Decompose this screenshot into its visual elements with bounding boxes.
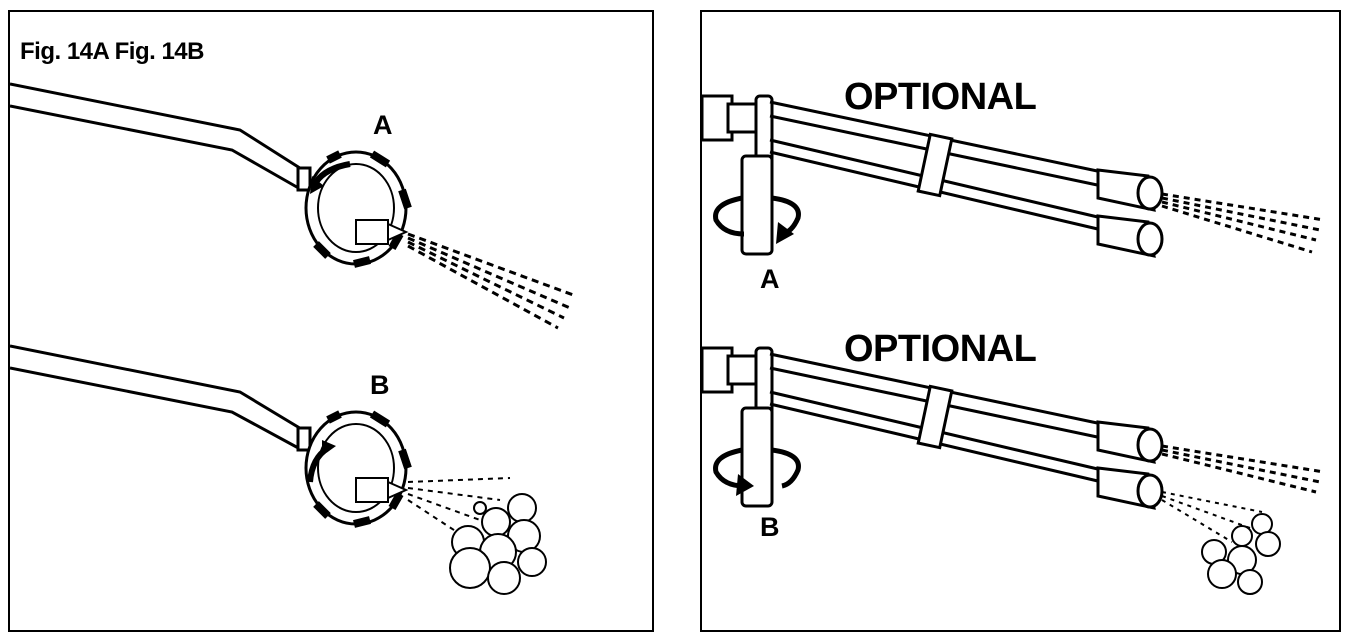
wand-a xyxy=(10,82,312,192)
valve-handle-b xyxy=(740,406,774,508)
nozzle-head-a xyxy=(304,150,412,268)
rotate-arrow-a xyxy=(313,161,351,184)
nozzle-head-b xyxy=(304,410,412,528)
optional-dual-lance-panel: OPTIONAL OPTIONAL A B xyxy=(700,10,1341,632)
wand-b xyxy=(10,344,312,452)
rotate-arrows-b xyxy=(713,447,801,489)
spray-stream-a xyxy=(407,232,577,330)
nozzles-a xyxy=(1096,168,1164,258)
nozzles-b xyxy=(1096,420,1164,510)
optional-label-bottom: OPTIONAL xyxy=(844,328,1037,370)
spray-stream-top-a xyxy=(1161,192,1325,254)
nozzle-adjust-illustration xyxy=(10,82,577,595)
spray-stream-top-b xyxy=(1161,444,1325,494)
label-b: B xyxy=(760,512,780,542)
figure-14-panel: Fig. 14A Fig. 14B A B xyxy=(8,10,654,632)
label-b: B xyxy=(370,370,390,400)
optional-label-top: OPTIONAL xyxy=(844,76,1037,118)
foam-spray-bottom-b xyxy=(1161,491,1263,543)
foam-bubbles-right xyxy=(1201,513,1281,595)
valve-handle-a xyxy=(740,154,774,256)
foam-bubbles xyxy=(449,493,547,595)
dual-lance-illustration xyxy=(702,94,1325,595)
label-a: A xyxy=(760,264,780,294)
label-a: A xyxy=(373,110,393,140)
figure-title: Fig. 14A Fig. 14B xyxy=(20,38,204,65)
foam-spray-b xyxy=(407,477,511,535)
